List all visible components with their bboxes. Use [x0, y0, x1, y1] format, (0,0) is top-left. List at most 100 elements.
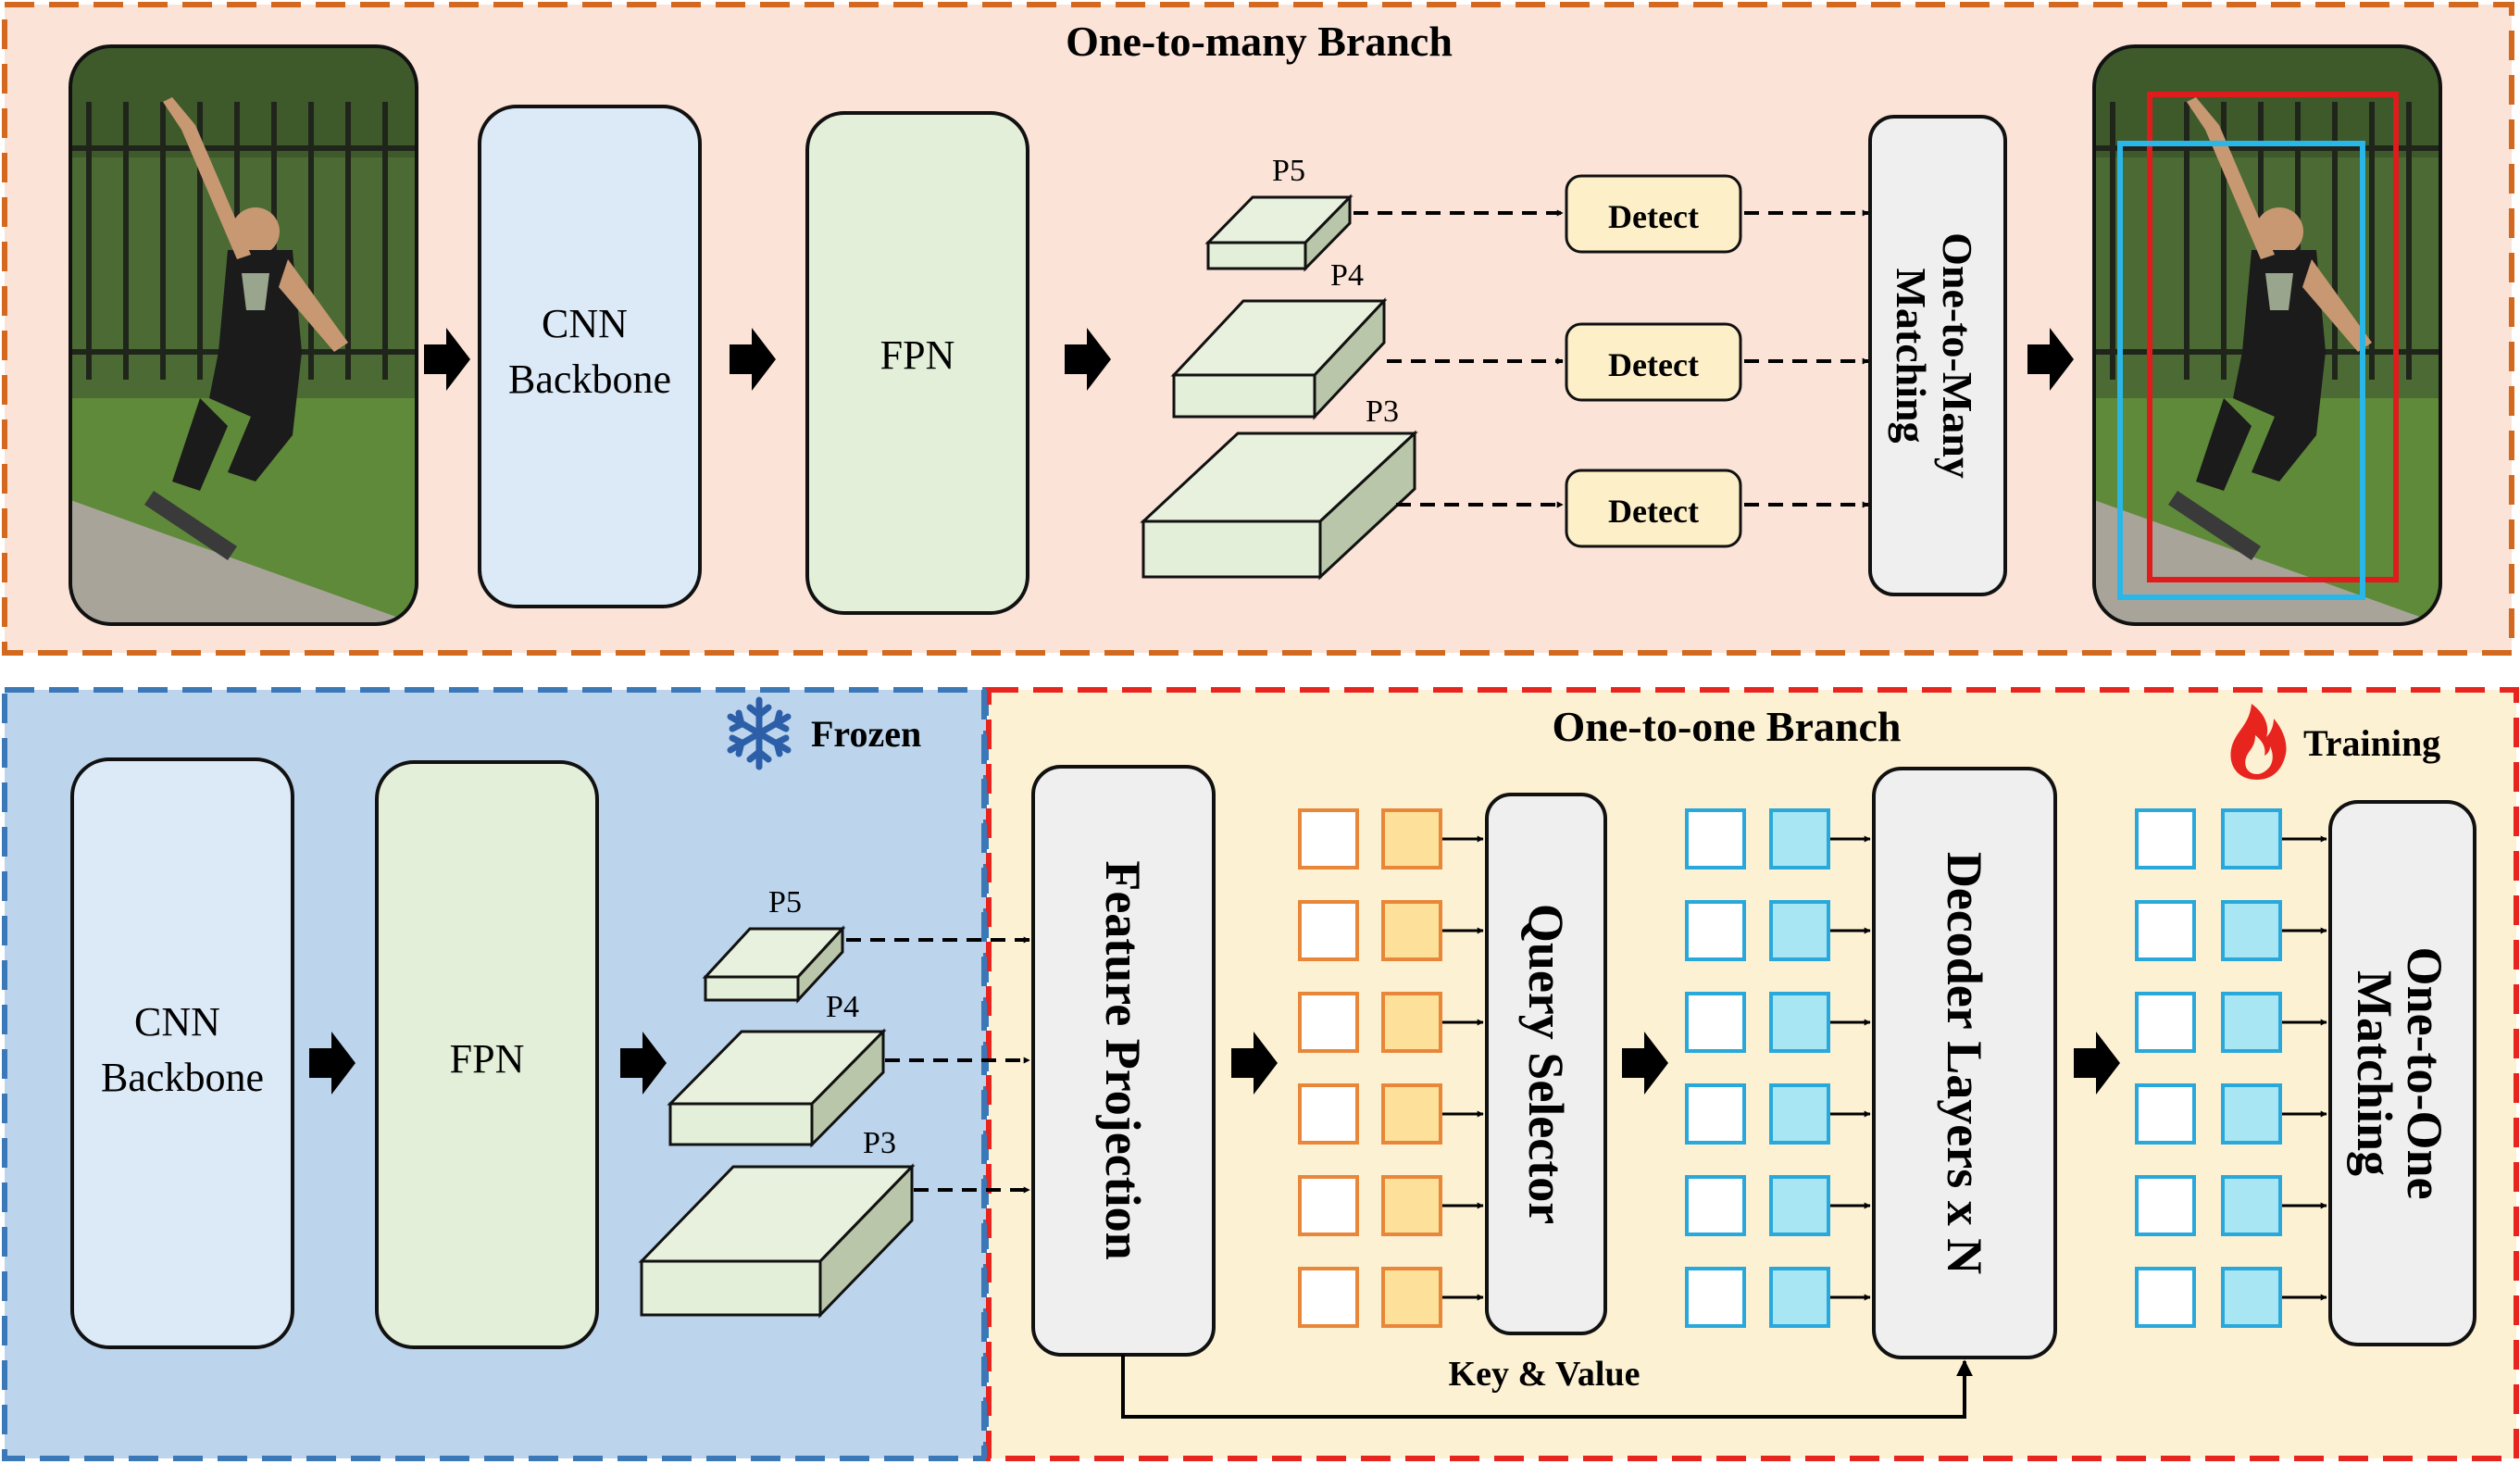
- arrow-icon: [2027, 328, 2074, 391]
- frozen-cnn-backbone-label-2: Backbone: [101, 1055, 264, 1100]
- decoder-layers-box: [1872, 767, 2057, 1359]
- query-token-empty: [1685, 1267, 1746, 1328]
- arrow-icon: [424, 328, 470, 391]
- query-token-empty: [1298, 808, 1359, 870]
- query-column-blue-input: [1685, 808, 1871, 1328]
- level-label-p5: P5: [1272, 154, 1305, 188]
- query-token-empty: [2135, 992, 2196, 1053]
- query-selector-label: Query Selector: [1518, 904, 1574, 1224]
- query-token-filled: [1769, 1267, 1830, 1328]
- detect-head-p4: Detect: [1565, 322, 1742, 402]
- query-token-filled: [1769, 992, 1830, 1053]
- skater-photo: [2094, 46, 2440, 624]
- arrow-icon: [1065, 328, 1111, 391]
- feature-map-p5: [1204, 194, 1354, 272]
- frozen-feature-map-p4: [667, 1028, 887, 1148]
- query-token-filled: [1769, 808, 1830, 870]
- cnn-backbone-box: [478, 105, 702, 608]
- query-token-empty: [1298, 1175, 1359, 1236]
- cnn-backbone-label-1: CNN: [542, 301, 628, 346]
- query-token-empty: [2135, 808, 2196, 870]
- svg-text:CNN Backbone: CNN Backbone: [508, 301, 671, 402]
- query-token-empty: [2135, 900, 2196, 961]
- query-token-empty: [2135, 1175, 2196, 1236]
- level-label-p4: P4: [1330, 258, 1364, 293]
- query-token-filled: [1769, 1175, 1830, 1236]
- one-to-one-matching-label-1: One-to-One: [2397, 947, 2452, 1200]
- frozen-level-label-p5: P5: [768, 885, 802, 920]
- frozen-cnn-backbone-box: [70, 757, 294, 1349]
- key-value-label: Key & Value: [1449, 1355, 1640, 1394]
- query-token-filled: [1381, 1175, 1442, 1236]
- frozen-label: Frozen: [811, 713, 921, 755]
- query-token-empty: [1298, 1083, 1359, 1145]
- arrow-icon: [620, 1032, 667, 1095]
- decoder-layers-label: Decoder Layers x N: [1937, 852, 1992, 1274]
- one-to-one-branch-panel: [986, 687, 2519, 1461]
- query-token-filled: [1769, 1083, 1830, 1145]
- query-token-empty: [1298, 900, 1359, 961]
- query-column-orange: [1298, 808, 1484, 1328]
- feature-map-p3: [1140, 430, 1418, 581]
- query-column-blue-output: [2135, 808, 2327, 1328]
- query-token-empty: [1685, 900, 1746, 961]
- arrow-icon: [730, 328, 776, 391]
- cnn-backbone-label-2: Backbone: [508, 357, 671, 402]
- fpn-label: FPN: [880, 332, 955, 378]
- query-token-filled: [2221, 1083, 2282, 1145]
- query-token-empty: [2135, 1083, 2196, 1145]
- query-selector-box: [1485, 793, 1607, 1335]
- query-token-filled: [1381, 900, 1442, 961]
- frozen-feature-map-p3: [638, 1163, 916, 1319]
- one-to-many-matching-label-1: One-to-Many: [1934, 232, 1981, 479]
- one-to-many-branch-title: One-to-many Branch: [1066, 18, 1453, 65]
- query-token-filled: [1769, 900, 1830, 961]
- frozen-fpn-label: FPN: [450, 1036, 525, 1082]
- query-token-empty: [1685, 808, 1746, 870]
- query-token-empty: [2135, 1267, 2196, 1328]
- one-to-one-matching-box: [2328, 800, 2476, 1346]
- query-token-filled: [1381, 992, 1442, 1053]
- prediction-box-cyan: [2117, 141, 2365, 600]
- query-token-filled: [1381, 1083, 1442, 1145]
- training-label: Training: [2303, 722, 2440, 764]
- one-to-one-matching-label-2: Matching: [2347, 970, 2402, 1176]
- query-token-empty: [1298, 1267, 1359, 1328]
- one-to-many-matching-label-2: Matching: [1888, 268, 1935, 443]
- one-to-many-matching-box: [1868, 115, 2007, 596]
- query-token-filled: [2221, 1175, 2282, 1236]
- snowflake-icon: [727, 696, 792, 770]
- arrow-icon: [309, 1032, 356, 1095]
- prediction-box-red: [2147, 92, 2399, 582]
- query-token-empty: [1685, 1175, 1746, 1236]
- input-image: [69, 44, 418, 626]
- feature-projection-label: Feature Projection: [1095, 860, 1151, 1259]
- svg-text:CNN Backbone: CNN Backbone: [101, 999, 264, 1100]
- detect-label: Detect: [1608, 346, 1699, 383]
- query-token-filled: [1381, 1267, 1442, 1328]
- detect-head-p5: Detect: [1565, 174, 1742, 254]
- query-token-filled: [2221, 992, 2282, 1053]
- query-token-filled: [2221, 900, 2282, 961]
- query-token-empty: [1685, 992, 1746, 1053]
- query-token-filled: [2221, 1267, 2282, 1328]
- arrow-icon: [2074, 1032, 2120, 1095]
- level-label-p3: P3: [1366, 394, 1399, 429]
- detect-label: Detect: [1608, 493, 1699, 530]
- frozen-level-label-p4: P4: [826, 990, 859, 1024]
- query-token-empty: [1685, 1083, 1746, 1145]
- output-image: [2092, 44, 2442, 626]
- query-token-empty: [1298, 992, 1359, 1053]
- skater-photo: [70, 46, 417, 624]
- query-token-filled: [1381, 808, 1442, 870]
- detect-label: Detect: [1608, 198, 1699, 235]
- frozen-cnn-backbone-label-1: CNN: [134, 999, 220, 1045]
- query-token-filled: [2221, 808, 2282, 870]
- key-value-connector: [1121, 1355, 1973, 1419]
- arrow-icon: [1622, 1032, 1668, 1095]
- frozen-level-label-p3: P3: [863, 1126, 896, 1160]
- fire-icon: [2230, 704, 2287, 780]
- feature-map-p4: [1170, 297, 1388, 420]
- arrow-icon: [1231, 1032, 1278, 1095]
